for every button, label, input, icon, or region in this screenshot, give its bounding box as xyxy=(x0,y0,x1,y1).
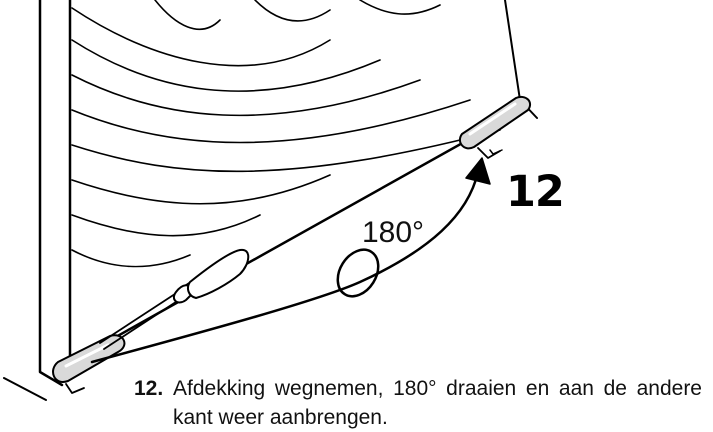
rotation-angle-label: 180° xyxy=(362,216,425,249)
step-marker-label: 12 xyxy=(506,167,565,217)
left-cover xyxy=(52,334,126,394)
appliance-side-panel xyxy=(3,0,64,401)
screwdriver xyxy=(99,248,250,350)
instruction-number: 12. xyxy=(134,377,164,400)
rotation-arrow xyxy=(90,157,491,364)
instruction-text: Afdekking wegnemen, 180° draaien en aan … xyxy=(173,377,702,429)
instruction-step: 12. Afdekking wegnemen, 180° draaien en … xyxy=(134,374,702,432)
right-cover xyxy=(458,96,532,159)
condenser-coils xyxy=(71,0,501,268)
